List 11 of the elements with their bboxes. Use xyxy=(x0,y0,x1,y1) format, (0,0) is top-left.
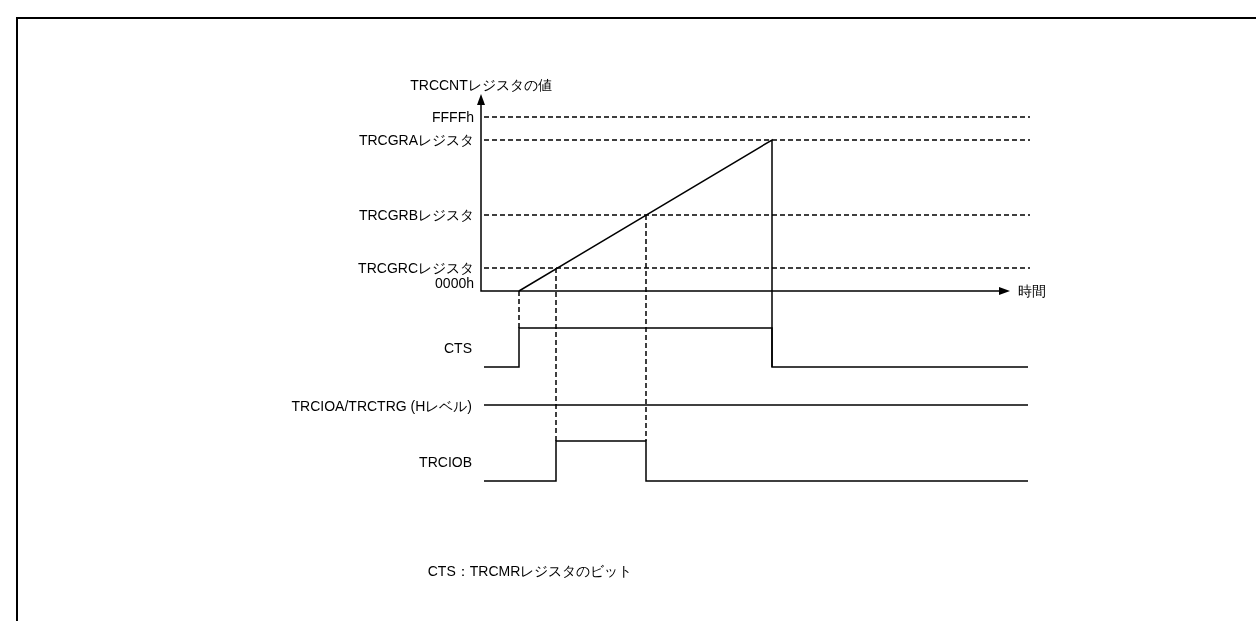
signal-name: CTS xyxy=(444,340,472,356)
axis-value: 0000h xyxy=(435,275,474,291)
signal-name: TRCIOB xyxy=(419,454,472,470)
axis-title: TRCCNTレジスタの値 xyxy=(410,77,552,93)
axis-value: FFFFh xyxy=(432,109,474,125)
axis-value: TRCGRBレジスタ xyxy=(358,207,474,223)
axis-value: TRCGRAレジスタ xyxy=(358,132,474,148)
axis-value: TRCGRCレジスタ xyxy=(358,260,474,276)
note: CTS：TRCMRレジスタのビット xyxy=(427,563,633,579)
signal-name: TRCIOA/TRCTRG (Hレベル) xyxy=(291,398,472,414)
axis-title: 時間 xyxy=(1018,283,1046,299)
